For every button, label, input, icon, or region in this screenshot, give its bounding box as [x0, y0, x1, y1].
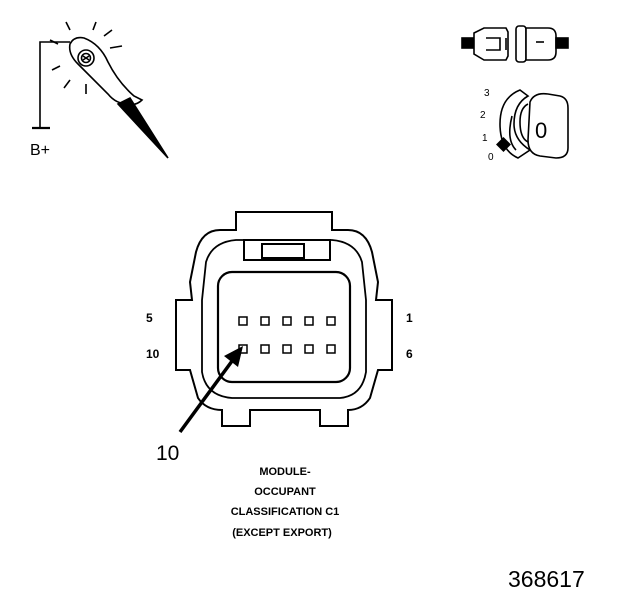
caption-line-2: OCCUPANT	[254, 486, 316, 498]
figure-number: 368617	[508, 566, 585, 592]
pin-label-bottom-left: 10	[146, 347, 160, 361]
pin-label-top-left: 5	[146, 311, 153, 325]
pin-cavity	[304, 316, 314, 326]
pin-cavity	[304, 344, 314, 354]
key-position-label: 0	[535, 118, 547, 143]
disconnected-connector-icon	[461, 25, 569, 63]
pin-cavity	[326, 316, 336, 326]
pin-label-top-right: 1	[406, 311, 413, 325]
callout-arrow	[178, 346, 243, 434]
test-light-probe-icon	[32, 21, 169, 159]
caption-line-1: MODULE-	[259, 466, 311, 478]
pin-cavity	[260, 344, 270, 354]
caption-line-3: CLASSIFICATION C1	[231, 506, 340, 518]
ignition-position-3: 3	[484, 88, 490, 99]
ignition-switch-icon	[496, 89, 569, 159]
callout-label: 10	[156, 442, 179, 465]
pin-cavity	[326, 344, 336, 354]
pin-cavity	[282, 344, 292, 354]
ignition-position-2: 2	[480, 110, 486, 121]
ignition-position-1: 1	[482, 133, 488, 144]
b-plus-label: B+	[30, 142, 50, 159]
pin-label-bottom-right: 6	[406, 347, 413, 361]
pin-cavity	[282, 316, 292, 326]
pin-cavity	[238, 316, 248, 326]
ignition-position-0: 0	[488, 152, 494, 163]
caption-line-4: (EXCEPT EXPORT)	[232, 527, 332, 539]
pin-cavity-grid	[238, 316, 336, 354]
pin-cavity	[260, 316, 270, 326]
